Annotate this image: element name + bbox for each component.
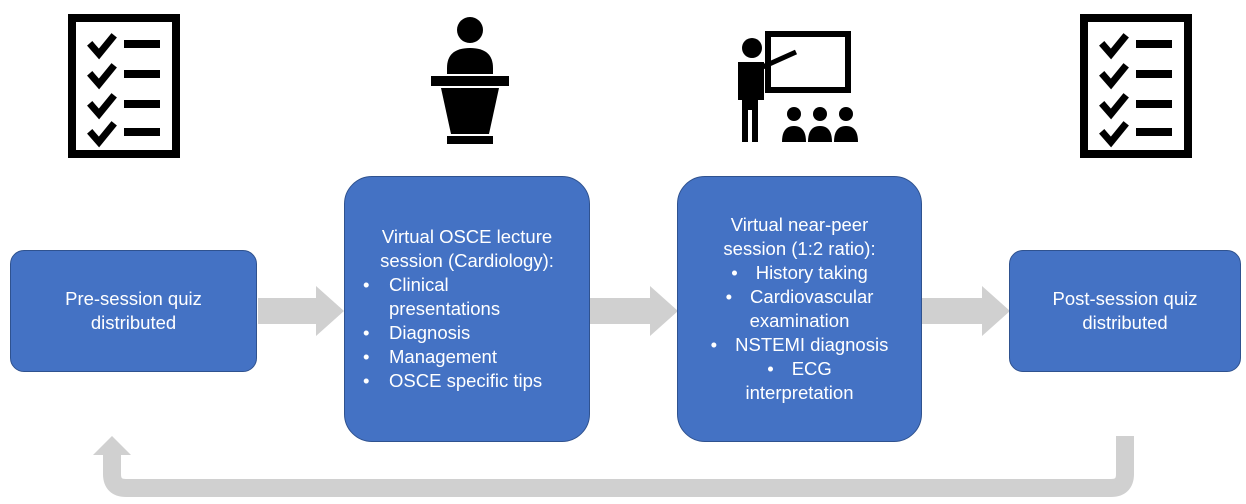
near-peer-session-box: Virtual near-peer session (1:2 ratio): H… [677,176,922,442]
list-item: History taking [678,261,921,285]
list-item: ECG interpretation [678,357,921,405]
arrow-right-icon [258,286,344,336]
list-item: Diagnosis [345,321,589,345]
list-item: NSTEMI diagnosis [678,333,921,357]
arrow-right-icon [590,286,678,336]
pre-session-quiz-box: Pre-session quiz distributed [10,250,257,372]
lecture-session-box: Virtual OSCE lecture session (Cardiology… [344,176,590,442]
list-item: Management [345,345,589,369]
pre-session-quiz-label: Pre-session quiz distributed [65,288,202,333]
checklist-icon [1080,14,1192,158]
list-item: OSCE specific tips [345,369,589,393]
lecturer-podium-icon [431,17,509,144]
near-peer-topics-list: History taking Cardiovascular examinatio… [678,261,921,405]
post-session-quiz-label: Post-session quiz distributed [1052,288,1198,333]
post-session-quiz-box: Post-session quiz distributed [1009,250,1241,372]
near-peer-session-title: Virtual near-peer session (1:2 ratio): [723,214,876,259]
lecture-topics-list: Clinical presentations Diagnosis Managem… [345,273,589,393]
teacher-whiteboard-icon [738,31,858,142]
arrow-right-icon [922,286,1010,336]
checklist-icon [68,14,180,158]
lecture-session-title: Virtual OSCE lecture session (Cardiology… [380,226,554,271]
list-item: Clinical presentations [345,273,589,321]
list-item: Cardiovascular examination [678,285,921,333]
